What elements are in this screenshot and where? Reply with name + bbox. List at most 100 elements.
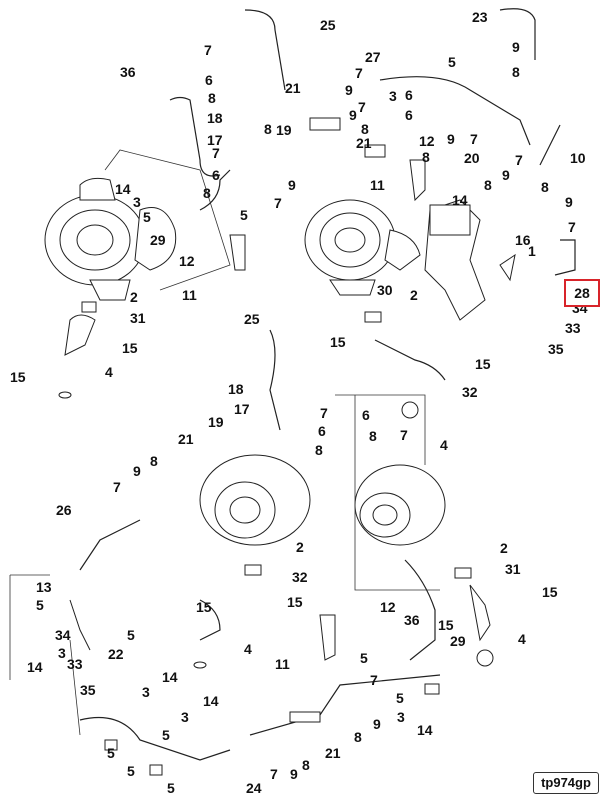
callout-13: 13 [36, 579, 52, 595]
callout-9: 9 [349, 107, 357, 123]
callout-14: 14 [115, 181, 131, 197]
gasket-2c [244, 564, 262, 576]
callout-27: 27 [365, 49, 381, 65]
callout-15: 15 [122, 340, 138, 356]
callout-5: 5 [36, 597, 44, 613]
bracket-11b [409, 159, 426, 202]
callout-9: 9 [288, 177, 296, 193]
callout-31: 31 [130, 310, 146, 326]
seal-4d [476, 649, 494, 667]
callout-8: 8 [150, 453, 158, 469]
callout-7: 7 [568, 219, 576, 235]
callout-36: 36 [404, 612, 420, 628]
pipe-36b [404, 559, 436, 661]
callout-8: 8 [541, 179, 549, 195]
callout-22: 22 [108, 646, 124, 662]
callout-21: 21 [356, 135, 372, 151]
callout-9: 9 [345, 82, 353, 98]
pipe-32b [199, 599, 221, 641]
callout-9: 9 [512, 39, 520, 55]
callout-9: 9 [502, 167, 510, 183]
fitting-21c [289, 711, 321, 723]
callout-7: 7 [470, 131, 478, 147]
callout-7: 7 [370, 672, 378, 688]
callout-2: 2 [500, 540, 508, 556]
callout-17: 17 [207, 132, 223, 148]
callout-15: 15 [438, 617, 454, 633]
callout-35: 35 [80, 682, 96, 698]
callout-3: 3 [389, 88, 397, 104]
callout-15: 15 [542, 584, 558, 600]
callout-14: 14 [162, 669, 178, 685]
callout-12: 12 [380, 599, 396, 615]
callout-5: 5 [127, 627, 135, 643]
callout-8: 8 [512, 64, 520, 80]
callout-8: 8 [208, 90, 216, 106]
highlight-box [564, 279, 600, 307]
callout-7: 7 [204, 42, 212, 58]
drawing-code: tp974gp [533, 772, 599, 794]
callout-8: 8 [302, 757, 310, 773]
callout-15: 15 [196, 599, 212, 615]
fitting-21 [309, 117, 341, 131]
callout-3: 3 [181, 709, 189, 725]
callout-15: 15 [475, 356, 491, 372]
bracket-11 [229, 234, 246, 271]
callout-6: 6 [212, 167, 220, 183]
callout-2: 2 [130, 289, 138, 305]
callout-5: 5 [162, 727, 170, 743]
frame-lines [9, 574, 81, 736]
callout-3: 3 [58, 645, 66, 661]
pipe-29 [199, 169, 231, 211]
callout-7: 7 [355, 65, 363, 81]
callout-7: 7 [113, 479, 121, 495]
callout-15: 15 [330, 334, 346, 350]
callout-14: 14 [452, 192, 468, 208]
callout-34: 34 [55, 627, 71, 643]
callout-36: 36 [120, 64, 136, 80]
pipe-24 [79, 716, 231, 761]
callout-14: 14 [27, 659, 43, 675]
callout-5: 5 [240, 207, 248, 223]
pipe-22 [69, 599, 91, 651]
bracket-11c [319, 614, 336, 661]
callout-15: 15 [10, 369, 26, 385]
callout-labels: 23 25 7 9 6 8 36 21 8 18 17 27 5 7 9 3 6… [10, 9, 588, 796]
callout-11: 11 [182, 287, 197, 303]
callout-15: 15 [287, 594, 303, 610]
pipe-28 [554, 239, 576, 276]
callout-16: 16 [515, 232, 531, 248]
gasket-2 [81, 301, 97, 313]
pipe-32 [374, 339, 446, 381]
callout-11: 11 [275, 656, 290, 672]
pipe-16 [499, 253, 516, 282]
callout-2: 2 [410, 287, 418, 303]
callout-9: 9 [290, 766, 298, 782]
callout-7: 7 [400, 427, 408, 443]
clamp-5 [424, 683, 440, 695]
callout-7: 7 [358, 99, 366, 115]
callout-6: 6 [205, 72, 213, 88]
callout-32: 32 [462, 384, 478, 400]
pipe-23 [499, 8, 536, 60]
callout-9: 9 [565, 194, 573, 210]
gasket-2d [454, 567, 472, 579]
callout-25: 25 [244, 311, 260, 327]
callout-8: 8 [315, 442, 323, 458]
pipe-25-top [244, 9, 286, 91]
callout-4: 4 [440, 437, 448, 453]
callout-33: 33 [565, 320, 581, 336]
callout-3: 3 [142, 684, 150, 700]
callout-8: 8 [264, 121, 272, 137]
callout-5: 5 [143, 209, 151, 225]
highlighted-callout-28[interactable]: 28 [574, 285, 590, 301]
callout-9: 9 [133, 463, 141, 479]
callout-5: 5 [448, 54, 456, 70]
callout-35: 35 [548, 341, 564, 357]
pipe-26 [79, 519, 141, 571]
callout-7: 7 [274, 195, 282, 211]
callout-21: 21 [325, 745, 341, 761]
callout-19: 19 [208, 414, 224, 430]
pipe-31b [469, 584, 491, 642]
